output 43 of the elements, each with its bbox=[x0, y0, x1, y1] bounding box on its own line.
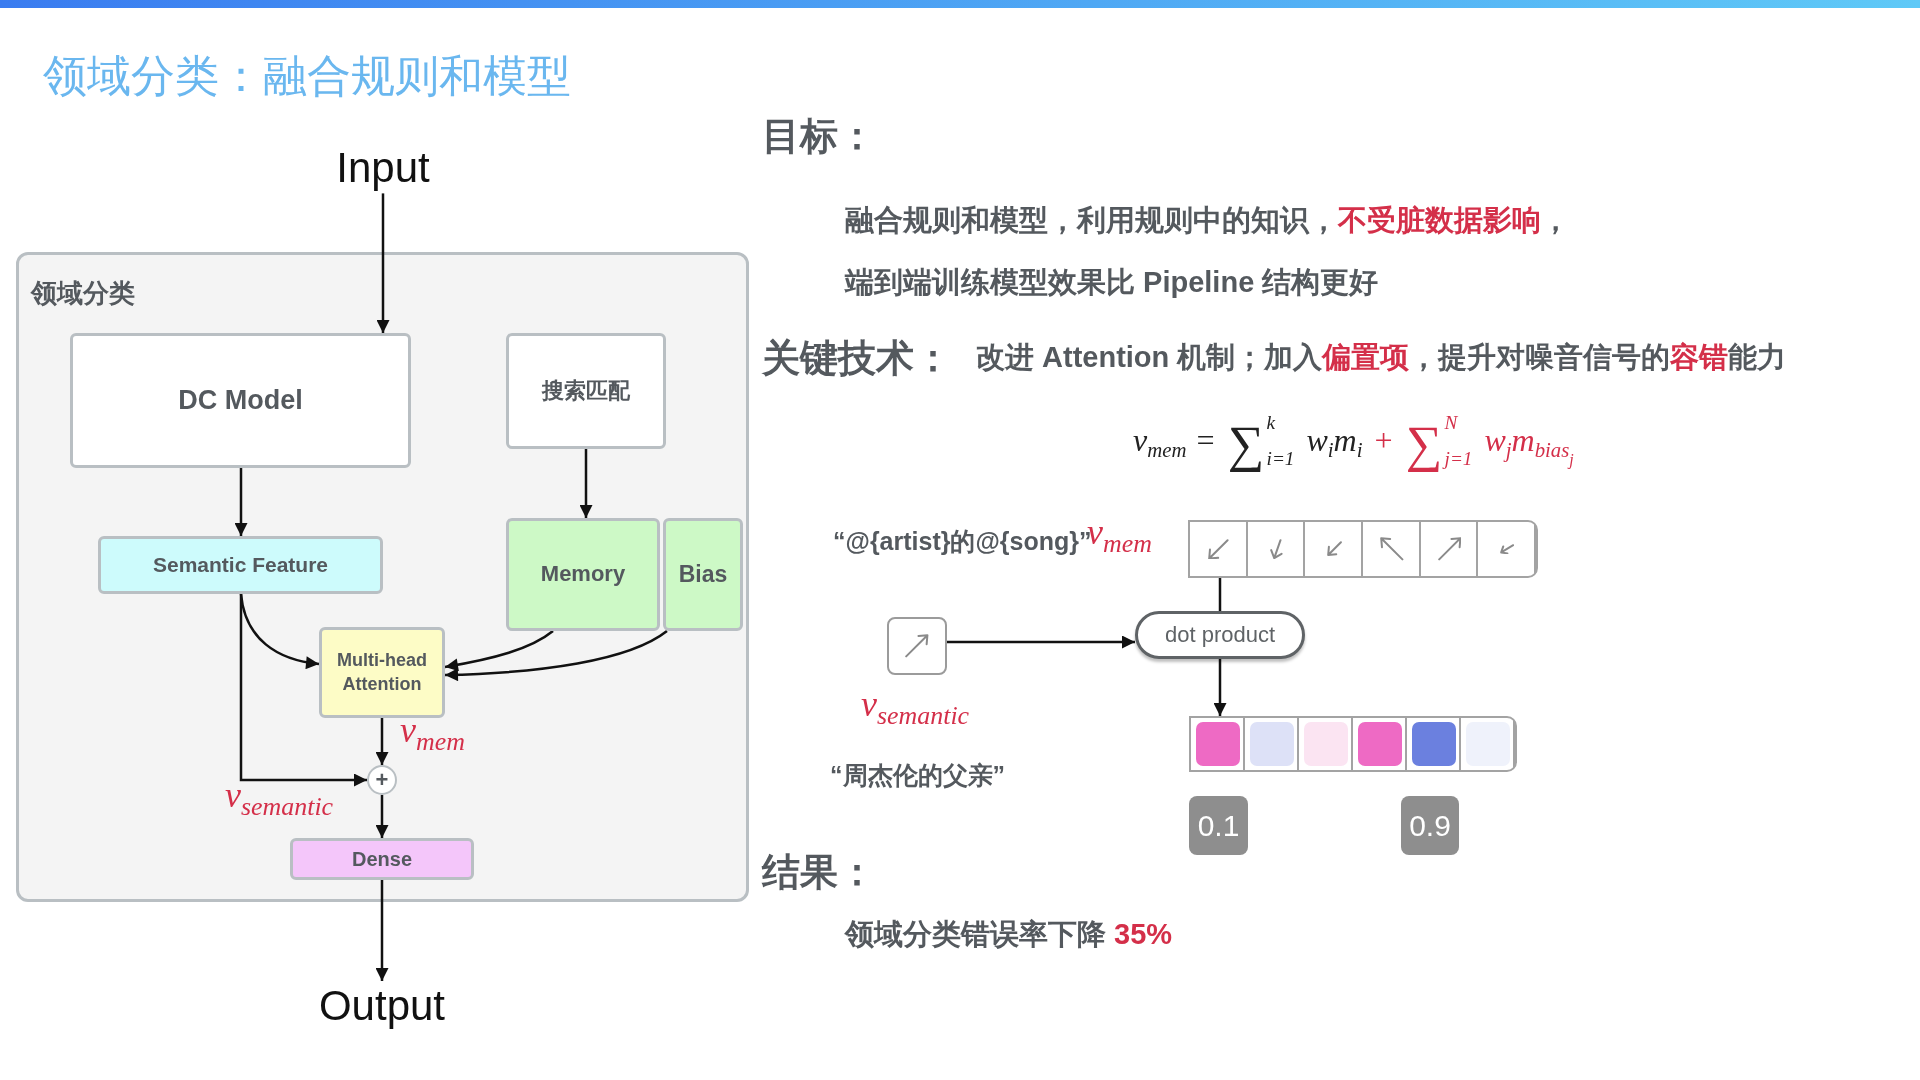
formula: v$_{mem}$ = ∑$_{i=1}$$^{k}$ w$_{i}$m$_{i}$ bbox=[1133, 410, 1363, 474]
vector-bar bbox=[1188, 520, 1538, 578]
arrow bbox=[376, 193, 390, 333]
arrow bbox=[239, 593, 320, 669]
edge-label: v$_{semantic}$ bbox=[225, 777, 334, 820]
group-label: 领域分类 bbox=[31, 277, 135, 310]
score-badge: 0.1 bbox=[1189, 796, 1248, 855]
arrow bbox=[444, 629, 668, 682]
arrow bbox=[375, 795, 389, 838]
output-label: Output bbox=[318, 981, 446, 1032]
bias-box: Bias bbox=[663, 518, 743, 631]
arrow bbox=[947, 635, 1135, 649]
example-text: “周杰伦的父亲” bbox=[830, 760, 1005, 790]
feature-box: Semantic Feature bbox=[98, 536, 383, 594]
group-box bbox=[16, 252, 749, 902]
section-heading: 目标： bbox=[762, 114, 876, 159]
body-text: 融合规则和模型，利用规则中的知识，不受脏数据影响， bbox=[845, 203, 1570, 238]
arrow bbox=[1213, 659, 1227, 716]
section-heading: 关键技术： bbox=[762, 336, 952, 381]
process-box: DC Model bbox=[70, 333, 411, 468]
input-label: Input bbox=[336, 143, 430, 194]
score-badge: 0.9 bbox=[1401, 796, 1459, 855]
sum-circle: + bbox=[367, 765, 397, 795]
operation-pill: dot product bbox=[1135, 611, 1305, 659]
memory-box: Memory bbox=[506, 518, 660, 631]
arrow bbox=[375, 880, 389, 981]
attention-box: Multi-head Attention bbox=[319, 627, 445, 718]
vector-box bbox=[887, 617, 947, 675]
body-text: 改进 Attention 机制；加入偏置项，提升对噪音信号的容错能力 bbox=[976, 340, 1787, 375]
arrow bbox=[234, 468, 248, 536]
vector-label: v$_{semantic}$ bbox=[861, 686, 970, 729]
arrow bbox=[375, 718, 389, 765]
arrow bbox=[579, 449, 593, 518]
slide-title: 领域分类：融合规则和模型 bbox=[43, 50, 571, 102]
arrow bbox=[444, 630, 554, 672]
section-heading: 结果： bbox=[762, 850, 876, 895]
dense-box: Dense bbox=[290, 838, 474, 880]
body-text: 端到端训练模型效果比 Pipeline 结构更好 bbox=[845, 265, 1379, 300]
vector-bar bbox=[1189, 716, 1517, 772]
arrow bbox=[239, 594, 367, 787]
body-text: 领域分类错误率下降 35% bbox=[845, 917, 1173, 952]
connector-line bbox=[1218, 578, 1222, 611]
process-box: 搜索匹配 bbox=[506, 333, 666, 449]
